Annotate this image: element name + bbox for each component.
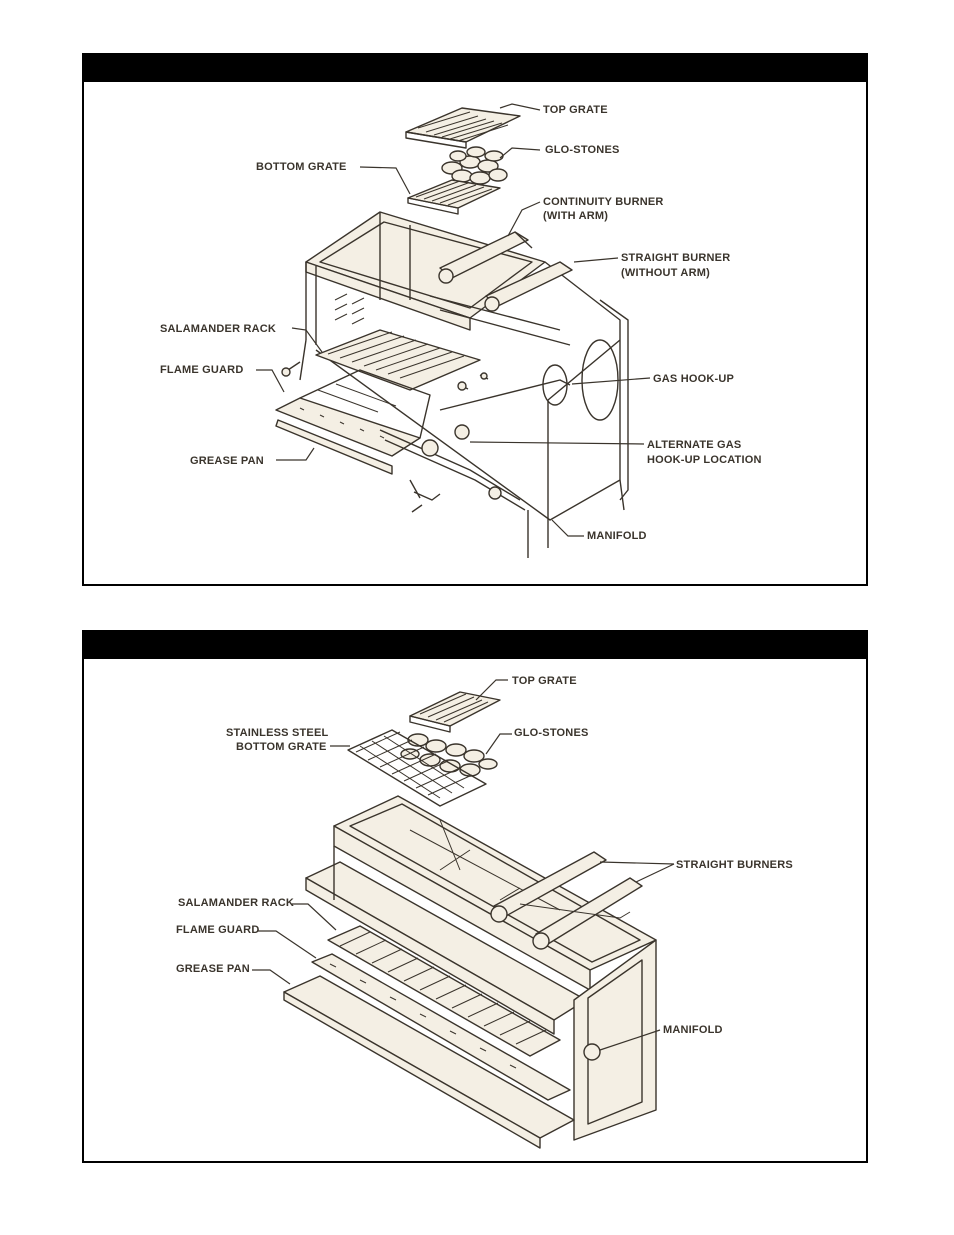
leader-alt-gas: [470, 442, 644, 444]
panel-header-bar: [84, 55, 866, 82]
label-alternate-gas-location: HOOK-UP LOCATION: [647, 454, 762, 466]
broiler-exploded-diagram-bottom: TOP GRATE STAINLESS STEEL BOTTOM GRATE G…: [84, 659, 866, 1161]
label-glo-stones: GLO-STONES: [545, 144, 620, 156]
leader-glo-stones: [486, 734, 512, 754]
label-straight-burner: STRAIGHT BURNER: [621, 252, 730, 264]
label-grease-pan: GREASE PAN: [176, 963, 250, 975]
label-grease-pan: GREASE PAN: [190, 455, 264, 467]
leader-salamander: [292, 328, 322, 352]
broiler-exploded-diagram-top: TOP GRATE GLO-STONES BOTTOM GRATE CONTIN…: [84, 82, 866, 584]
leader-glo-stones: [500, 148, 540, 158]
top-grate-drawing: [410, 692, 500, 732]
label-flame-guard: FLAME GUARD: [176, 924, 259, 936]
leader-flame-guard: [258, 931, 316, 958]
leader-straight-1: [600, 862, 674, 864]
label-ss-bottom-grate: BOTTOM GRATE: [236, 741, 327, 753]
leader-salamander: [292, 904, 336, 930]
diagram-panel-top: TOP GRATE GLO-STONES BOTTOM GRATE CONTIN…: [82, 53, 868, 586]
label-manifold: MANIFOLD: [587, 530, 647, 542]
leader-grease-pan: [252, 970, 290, 984]
label-salamander-rack: SALAMANDER RACK: [160, 323, 276, 335]
label-continuity-burner: CONTINUITY BURNER: [543, 196, 664, 208]
salamander-rack-drawing: [316, 330, 480, 390]
bottom-grate-drawing: [408, 180, 500, 214]
leader-top-grate: [500, 104, 540, 110]
label-continuity-burner-arm: (WITH ARM): [543, 210, 608, 222]
label-flame-guard: FLAME GUARD: [160, 364, 243, 376]
glo-stones-drawing: [442, 147, 507, 184]
diagram-panel-bottom: TOP GRATE STAINLESS STEEL BOTTOM GRATE G…: [82, 630, 868, 1163]
label-straight-burners: STRAIGHT BURNERS: [676, 859, 793, 871]
label-alternate-gas: ALTERNATE GAS: [647, 439, 741, 451]
label-top-grate: TOP GRATE: [543, 104, 608, 116]
label-stainless-steel: STAINLESS STEEL: [226, 727, 328, 739]
leader-gas: [572, 378, 650, 384]
label-straight-burner-noarm: (WITHOUT ARM): [621, 267, 710, 279]
label-top-grate: TOP GRATE: [512, 675, 577, 687]
label-manifold: MANIFOLD: [663, 1024, 723, 1036]
panel-header-bar: [84, 632, 866, 659]
label-salamander-rack: SALAMANDER RACK: [178, 897, 294, 909]
leader-flame-guard: [256, 370, 284, 392]
label-glo-stones: GLO-STONES: [514, 727, 589, 739]
leader-bottom-grate: [360, 167, 410, 194]
leader-straight: [574, 258, 618, 262]
leader-straight-2: [636, 864, 674, 882]
leader-continuity: [508, 202, 540, 236]
label-bottom-grate: BOTTOM GRATE: [256, 161, 347, 173]
flame-guard-knob-drawing: [282, 362, 300, 376]
top-grate-drawing: [406, 108, 520, 148]
label-gas-hookup: GAS HOOK-UP: [653, 373, 734, 385]
leader-grease-pan: [276, 448, 314, 460]
leader-manifold: [552, 520, 584, 536]
